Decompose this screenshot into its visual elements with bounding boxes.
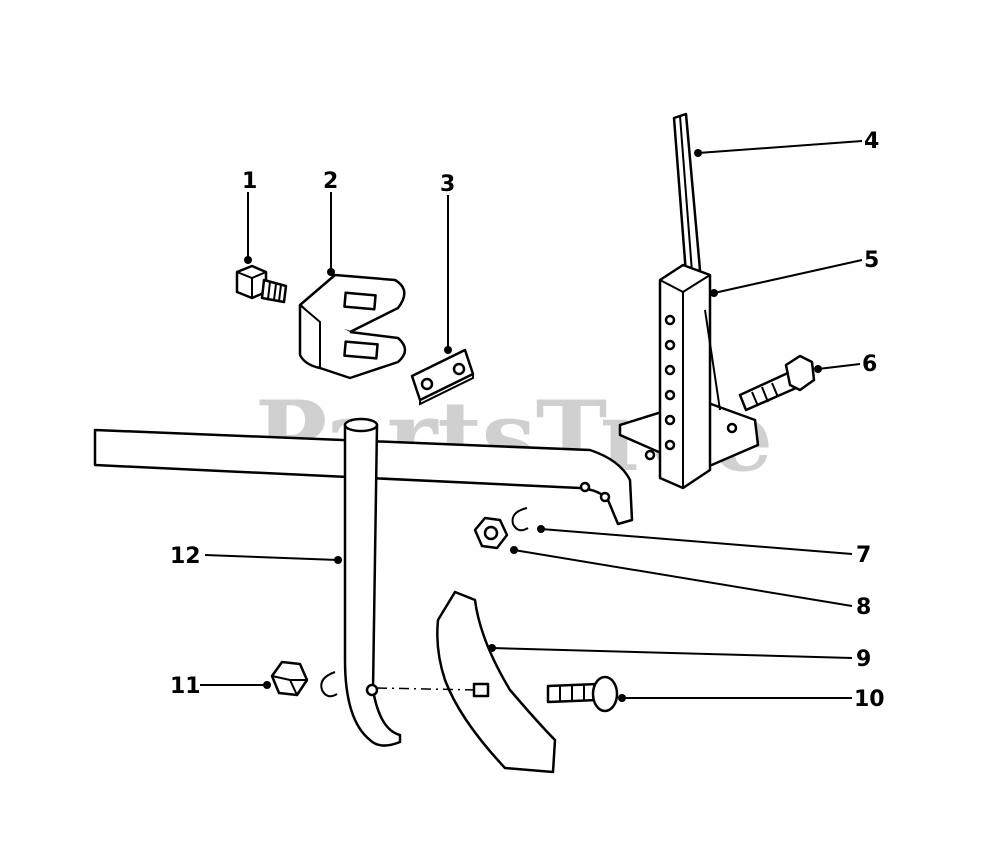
callout-9: 9 (856, 647, 871, 672)
callout-labels: 1 2 3 4 5 6 7 8 9 10 11 12 (170, 129, 885, 712)
callout-1: 1 (242, 169, 257, 194)
part-11-nut (270, 660, 309, 697)
callout-3: 3 (440, 172, 455, 197)
part-2-bracket (298, 273, 407, 380)
part-6-bolt (738, 354, 816, 412)
callout-12: 12 (170, 544, 201, 569)
part-1-bolt (235, 264, 288, 304)
callout-5: 5 (864, 248, 879, 273)
part-11-washer (320, 671, 338, 698)
part-10-carriage-bolt (546, 675, 619, 713)
part-3-plate (410, 348, 475, 406)
part-12-shank (93, 417, 634, 747)
callout-8: 8 (856, 595, 871, 620)
part-8-nut (473, 516, 509, 550)
callout-6: 6 (862, 352, 877, 377)
part-5-standard (618, 263, 760, 490)
part-9-shovel (436, 590, 557, 774)
callout-7: 7 (856, 543, 871, 568)
part-7-washer (511, 507, 529, 532)
callout-4: 4 (864, 129, 879, 154)
callout-2: 2 (323, 169, 338, 194)
assembly-centerline (376, 687, 479, 691)
part-4-bar (672, 112, 702, 276)
callout-11: 11 (170, 674, 201, 699)
callout-10: 10 (854, 687, 885, 712)
leader-lines (200, 140, 863, 702)
